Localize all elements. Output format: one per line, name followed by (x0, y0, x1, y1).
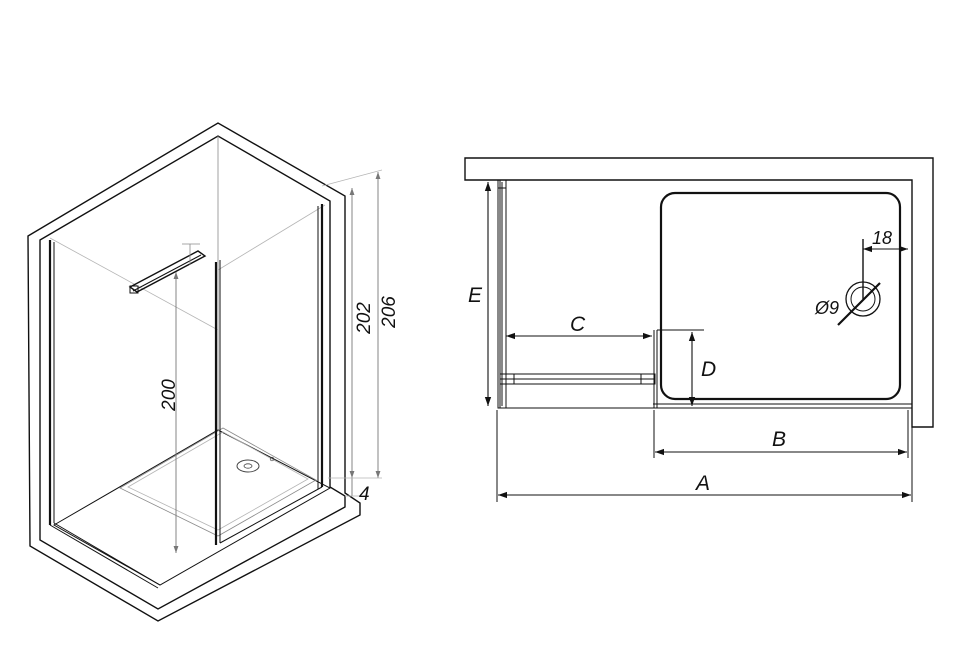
front-glass-panel (214, 204, 324, 545)
dim-b: B (655, 428, 907, 456)
dim-e-label: E (468, 284, 483, 307)
iso-back-line-1 (49, 237, 219, 331)
dim-200-label: 200 (159, 379, 180, 412)
iso-outer-outline (27, 122, 361, 622)
dim-b-label: B (772, 428, 786, 451)
plan-side-glass (497, 179, 507, 409)
dim-drain-label: Ø9 (814, 298, 839, 318)
iso-inner-outline (39, 135, 346, 610)
plan-front-glass (499, 330, 658, 408)
dim-18-label: 18 (872, 228, 892, 248)
dim-206-label: 206 (379, 296, 400, 329)
isometric-view: 200 202 206 4 (27, 122, 400, 622)
drain-icon (236, 459, 260, 473)
dim-c: C (506, 313, 652, 340)
plan-drain: Ø9 (814, 239, 881, 326)
stabilizer-bar (128, 243, 207, 294)
dim-e: E (468, 182, 492, 406)
dim-18: 18 (863, 228, 908, 253)
dim-heights: 202 206 4 (321, 169, 400, 505)
plan-tray-inner (659, 191, 902, 401)
dim-a: A (498, 472, 911, 499)
dim-4-label: 4 (359, 484, 370, 505)
left-glass-panel (48, 240, 161, 589)
dim-c-label: C (570, 313, 586, 336)
dim-202-label: 202 (354, 302, 375, 335)
shower-tray (52, 427, 332, 586)
plan-view: Ø9 18 E C D B (464, 157, 934, 502)
dim-d-label: D (701, 358, 716, 381)
dim-a-label: A (694, 472, 710, 495)
dim-200: 200 (159, 272, 180, 553)
dim-d: D (657, 329, 716, 406)
iso-back-line-2 (217, 204, 326, 271)
